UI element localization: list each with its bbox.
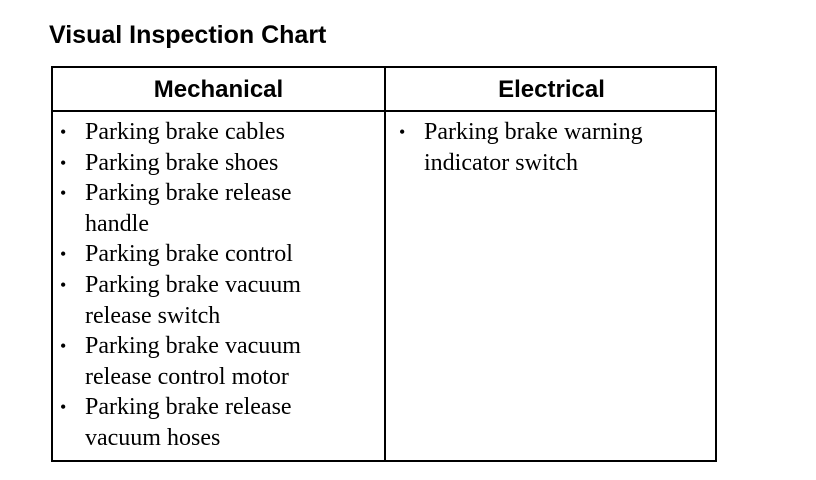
- bullet-icon: •: [60, 152, 67, 173]
- electrical-item-list: • Parking brake warning indicator switch: [399, 117, 711, 178]
- inspection-item: • Parking brake warning indicator switch: [399, 117, 711, 178]
- item-text-line: Parking brake shoes: [85, 149, 279, 176]
- inspection-table: Mechanical Electrical • Parking brake cab…: [51, 66, 717, 462]
- bullet-icon: •: [60, 183, 67, 204]
- item-text-line: Parking brake release: [85, 394, 292, 421]
- mechanical-column-header: Mechanical: [153, 76, 284, 103]
- item-text-line: Parking brake control: [85, 241, 293, 268]
- column-divider: [384, 68, 386, 460]
- item-text-line: Parking brake warning: [424, 119, 643, 145]
- bullet-icon: •: [60, 336, 67, 357]
- inspection-item: • Parking brake release handle: [60, 178, 378, 239]
- header-rule: [53, 110, 715, 112]
- inspection-item: • Parking brake control: [60, 239, 378, 270]
- mechanical-item-list: • Parking brake cables • Parking brake shoe…: [60, 117, 378, 454]
- inspection-item: • Parking brake vacuum release switch: [60, 270, 378, 331]
- item-text-line: Parking brake vacuum: [85, 271, 301, 298]
- item-text-line: Parking brake vacuum: [85, 333, 301, 360]
- bullet-icon: •: [60, 397, 67, 418]
- bullet-icon: •: [399, 122, 406, 142]
- item-text-line: vacuum hoses: [85, 424, 221, 451]
- bullet-icon: •: [60, 274, 67, 295]
- bullet-icon: •: [60, 122, 67, 142]
- item-text-line: Parking brake cables: [85, 119, 285, 145]
- inspection-item: • Parking brake release vacuum hoses: [60, 392, 378, 453]
- item-text-line: indicator switch: [424, 149, 578, 176]
- inspection-item: • Parking brake shoes: [60, 148, 378, 179]
- item-text-line: Parking brake release: [85, 180, 292, 207]
- inspection-item: • Parking brake cables: [60, 117, 378, 148]
- chart-title: Visual Inspection Chart: [49, 21, 327, 49]
- item-text-line: handle: [85, 210, 149, 237]
- inspection-item: • Parking brake vacuum release control mot…: [60, 331, 378, 392]
- electrical-column-header: Electrical: [498, 76, 605, 103]
- bullet-icon: •: [60, 244, 67, 265]
- item-text-line: release control motor: [85, 363, 289, 390]
- item-text-line: release switch: [85, 302, 221, 329]
